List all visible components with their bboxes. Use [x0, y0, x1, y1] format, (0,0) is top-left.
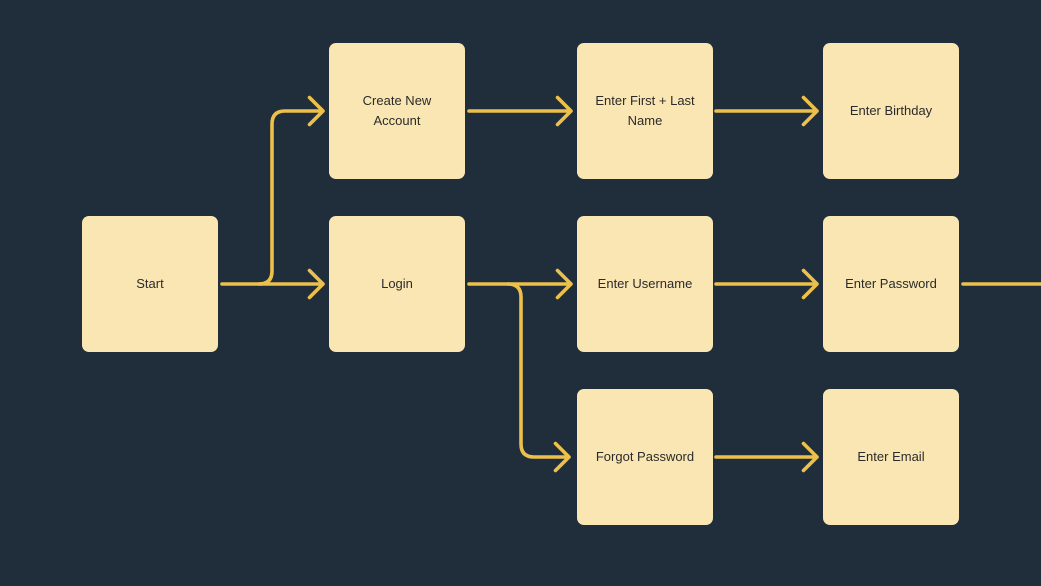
node-start[interactable]: Start	[82, 216, 218, 352]
edge-create-new-account-to-enter-first-last-name[interactable]	[467, 95, 573, 127]
edge-start-to-login[interactable]	[220, 268, 325, 300]
node-create-new-account[interactable]: Create New Account	[329, 43, 465, 179]
edge-forgot-password-to-enter-email[interactable]	[714, 441, 819, 473]
node-enter-first-last-name-label: Enter First + Last Name	[595, 93, 695, 128]
edge-enter-username-to-enter-password[interactable]	[714, 268, 819, 300]
node-enter-birthday-label: Enter Birthday	[849, 103, 933, 118]
node-enter-first-last-name[interactable]: Enter First + Last Name	[577, 43, 713, 179]
node-enter-email[interactable]: Enter Email	[823, 389, 959, 525]
node-enter-username-label: Enter Username	[597, 276, 693, 291]
node-forgot-password-label: Forgot Password	[595, 449, 695, 464]
node-login[interactable]: Login	[329, 216, 465, 352]
node-forgot-password[interactable]: Forgot Password	[577, 389, 713, 525]
edge-login-to-enter-username[interactable]	[467, 268, 573, 300]
node-enter-password[interactable]: Enter Password	[823, 216, 959, 352]
node-start-label: Start	[136, 276, 164, 291]
node-login-label: Login	[381, 276, 413, 291]
edge-login-to-forgot-password[interactable]	[506, 282, 571, 473]
node-enter-password-label: Enter Password	[845, 276, 937, 291]
edge-enter-first-last-name-to-enter-birthday[interactable]	[714, 95, 819, 127]
node-enter-username[interactable]: Enter Username	[577, 216, 713, 352]
node-create-new-account-label: Create New Account	[362, 93, 432, 128]
node-enter-email-label: Enter Email	[857, 449, 925, 464]
edge-start-to-create-new-account[interactable]	[257, 95, 325, 286]
node-enter-birthday[interactable]: Enter Birthday	[823, 43, 959, 179]
